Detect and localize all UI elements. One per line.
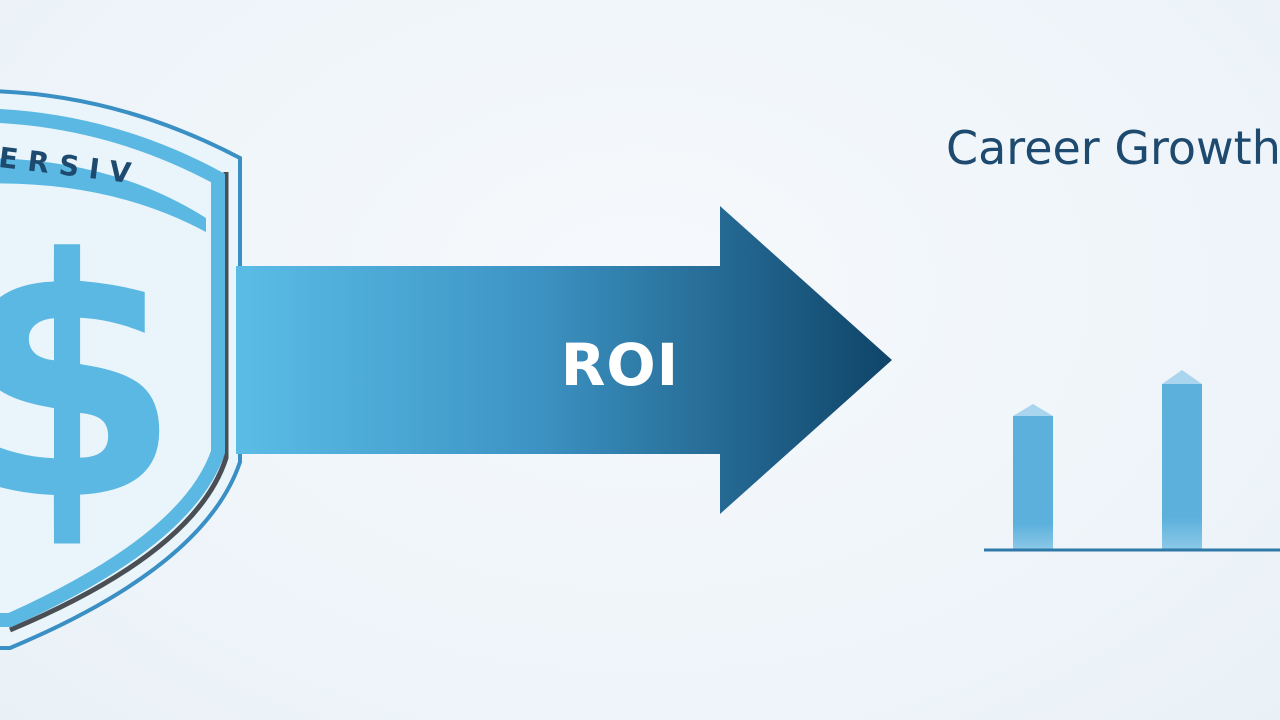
roi-arrow-shape — [236, 206, 892, 514]
dollar-symbol: $ — [0, 189, 182, 573]
career-growth-title: Career Growth — [946, 121, 1280, 175]
shield-shadow-edge — [9, 172, 229, 633]
roi-label: ROI — [560, 331, 680, 399]
growth-bar-1 — [1013, 404, 1053, 550]
shield-inner-band — [0, 109, 225, 627]
shield-banner — [0, 158, 206, 232]
growth-bar-2 — [1162, 370, 1202, 550]
